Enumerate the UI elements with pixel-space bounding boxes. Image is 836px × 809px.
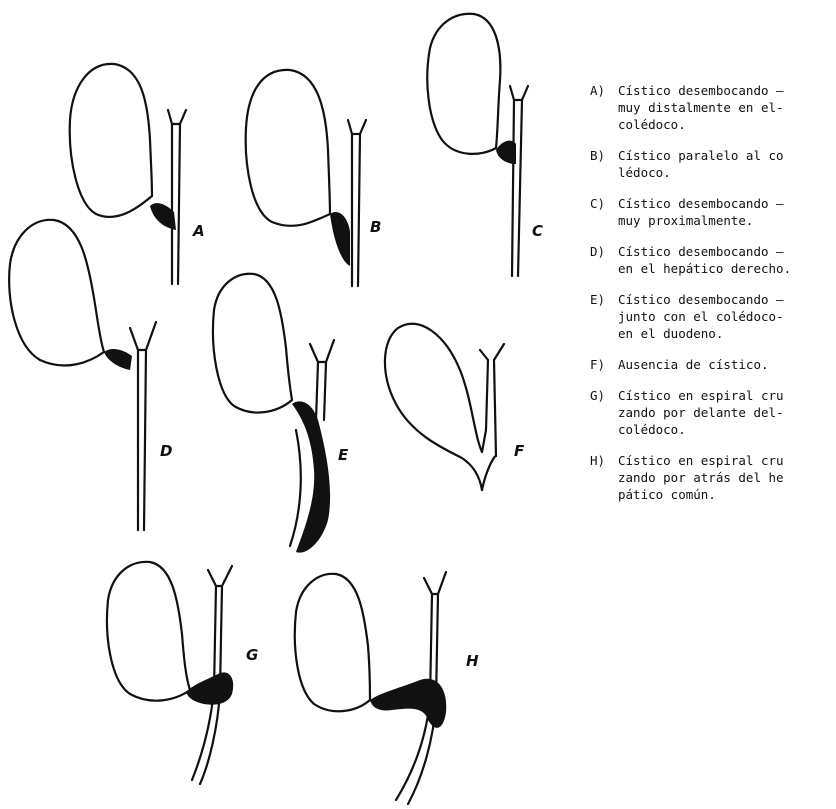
figure-d: D	[9, 220, 172, 530]
gallbladder-c	[427, 14, 500, 154]
figure-c: C	[427, 14, 543, 276]
legend-text: Cístico paralelo al co lédoco.	[618, 147, 834, 181]
legend-key: B)	[590, 147, 618, 181]
legend-item-a: A) Cístico desembocando – muy distalment…	[590, 82, 834, 133]
legend-key: C)	[590, 195, 618, 229]
figure-b: B	[246, 70, 382, 286]
legend: A) Cístico desembocando – muy distalment…	[590, 82, 834, 517]
legend-text: Ausencia de cístico.	[618, 356, 834, 373]
legend-item-c: C) Cístico desembocando – muy proximalme…	[590, 195, 834, 229]
figure-a: A	[70, 64, 205, 284]
legend-item-f: F) Ausencia de cístico.	[590, 356, 834, 373]
legend-item-e: E) Cístico desembocando – junto con el c…	[590, 291, 834, 342]
legend-item-h: H) Cístico en espiral cru zando por atrá…	[590, 452, 834, 503]
figure-f: F	[385, 324, 525, 490]
gallbladder-a	[70, 64, 152, 217]
legend-text: Cístico desembocando – en el hepático de…	[618, 243, 834, 277]
bile-duct-f	[480, 344, 504, 490]
legend-text: Cístico desembocando – muy distalmente e…	[618, 82, 834, 133]
legend-key: E)	[590, 291, 618, 342]
legend-text: Cístico desembocando – junto con el colé…	[618, 291, 834, 342]
cystic-duct-b	[330, 212, 350, 266]
legend-key: A)	[590, 82, 618, 133]
gallbladder-f-and-duct	[385, 324, 496, 490]
figure-label-a: A	[192, 222, 205, 240]
bile-duct-e	[310, 340, 334, 420]
bile-duct-b	[348, 120, 366, 286]
cystic-duct-d	[104, 349, 132, 370]
legend-key: G)	[590, 387, 618, 438]
bile-duct-d	[130, 322, 156, 530]
figure-e: E	[213, 274, 349, 553]
gallbladder-d	[9, 220, 104, 366]
gallbladder-h	[295, 574, 370, 711]
common-duct-e	[290, 430, 301, 546]
figure-g: G	[107, 562, 258, 784]
legend-item-g: G) Cístico en espiral cru zando por dela…	[590, 387, 834, 438]
cystic-duct-h	[370, 679, 446, 728]
figure-label-h: H	[466, 652, 479, 670]
gallbladder-g	[107, 562, 190, 701]
cystic-duct-c	[496, 141, 516, 164]
figure-label-e: E	[338, 446, 349, 464]
legend-key: D)	[590, 243, 618, 277]
cystic-duct-e	[292, 401, 330, 552]
legend-key: H)	[590, 452, 618, 503]
figure-label-f: F	[514, 442, 525, 460]
legend-text: Cístico desembocando – muy proximalmente…	[618, 195, 834, 229]
legend-item-b: B) Cístico paralelo al co lédoco.	[590, 147, 834, 181]
figure-label-c: C	[532, 222, 543, 240]
cystic-duct-g	[186, 672, 233, 704]
figure-label-b: B	[370, 218, 381, 236]
legend-text: Cístico en espiral cru zando por delante…	[618, 387, 834, 438]
gallbladder-e	[213, 274, 292, 413]
figure-h: H	[295, 572, 479, 804]
bile-duct-c	[510, 86, 528, 276]
figure-label-d: D	[160, 442, 172, 460]
legend-item-d: D) Cístico desembocando – en el hepático…	[590, 243, 834, 277]
legend-text: Cístico en espiral cru zando por atrás d…	[618, 452, 834, 503]
legend-key: F)	[590, 356, 618, 373]
figure-label-g: G	[246, 646, 258, 664]
gallbladder-b	[246, 70, 330, 226]
bile-duct-a	[168, 110, 186, 284]
